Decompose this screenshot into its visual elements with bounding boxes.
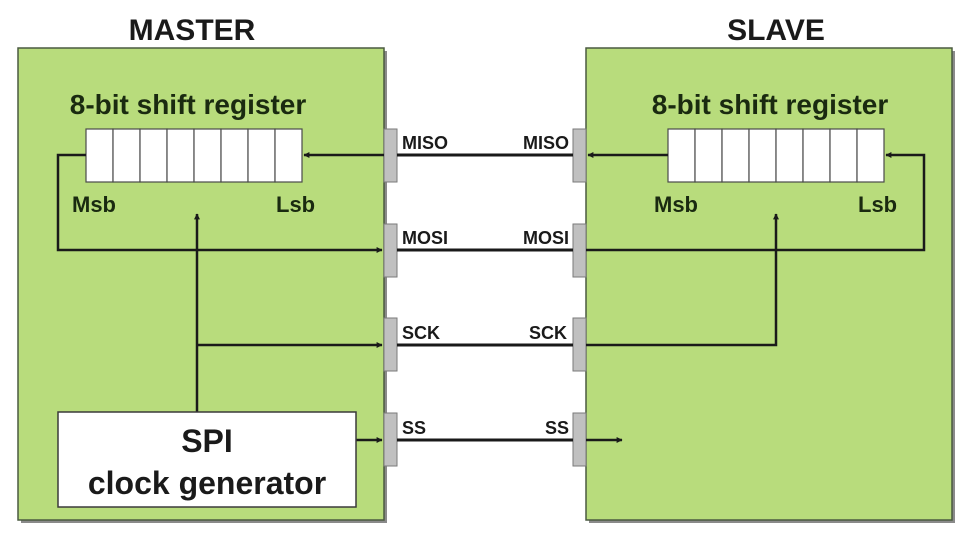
master-shift-register bbox=[85, 128, 303, 183]
master-title: MASTER bbox=[129, 14, 256, 47]
master-sck-label: SCK bbox=[402, 323, 440, 343]
slave-bit-cell-6 bbox=[829, 128, 858, 183]
master-bit-cell-0 bbox=[85, 128, 114, 183]
clock-generator-line2: clock generator bbox=[88, 465, 326, 501]
master-ss-pin bbox=[383, 412, 398, 467]
slave-mosi-in-arrow bbox=[586, 152, 926, 252]
master-bit-cell-1 bbox=[112, 128, 141, 183]
slave-bit-cell-3 bbox=[748, 128, 777, 183]
slave-miso-label: MISO bbox=[523, 133, 569, 153]
slave-ss-label: SS bbox=[545, 418, 569, 438]
master-mosi-label: MOSI bbox=[402, 228, 448, 248]
slave-bit-cell-0 bbox=[667, 128, 696, 183]
slave-bit-cell-7 bbox=[856, 128, 885, 183]
master-lsb-label: Lsb bbox=[276, 192, 315, 217]
master-bit-cell-7 bbox=[274, 128, 303, 183]
slave-title: SLAVE bbox=[727, 14, 825, 47]
master-ss-label: SS bbox=[402, 418, 426, 438]
master-miso-pin bbox=[383, 128, 398, 183]
master-bit-cell-2 bbox=[139, 128, 168, 183]
master-bit-cell-3 bbox=[166, 128, 195, 183]
slave-bit-cell-1 bbox=[694, 128, 723, 183]
master-bit-cell-6 bbox=[247, 128, 276, 183]
slave-shift-register bbox=[667, 128, 885, 183]
slave-ss-pin bbox=[572, 412, 587, 467]
slave-block bbox=[585, 47, 953, 521]
slave-lsb-label: Lsb bbox=[858, 192, 897, 217]
spi-clock-generator bbox=[57, 411, 357, 508]
master-mosi-pin bbox=[383, 223, 398, 278]
slave-bit-cell-4 bbox=[775, 128, 804, 183]
master-bit-cell-4 bbox=[193, 128, 222, 183]
slave-msb-label: Msb bbox=[654, 192, 698, 217]
clock-generator-line1: SPI bbox=[181, 423, 233, 459]
master-mosi-out-arrow bbox=[56, 153, 383, 253]
slave-connectors bbox=[572, 128, 587, 467]
slave-register-title: 8-bit shift register bbox=[652, 89, 889, 120]
slave-bit-cell-5 bbox=[802, 128, 831, 183]
master-msb-label: Msb bbox=[72, 192, 116, 217]
master-sck-pin bbox=[383, 317, 398, 372]
slave-mosi-label: MOSI bbox=[523, 228, 569, 248]
slave-sck-in-arrow bbox=[586, 213, 779, 347]
master-register-title: 8-bit shift register bbox=[70, 89, 307, 120]
slave-sck-pin bbox=[572, 317, 587, 372]
slave-mosi-pin bbox=[572, 223, 587, 278]
master-miso-label: MISO bbox=[402, 133, 448, 153]
master-bit-cell-5 bbox=[220, 128, 249, 183]
slave-miso-pin bbox=[572, 128, 587, 183]
slave-sck-label: SCK bbox=[529, 323, 567, 343]
slave-bit-cell-2 bbox=[721, 128, 750, 183]
